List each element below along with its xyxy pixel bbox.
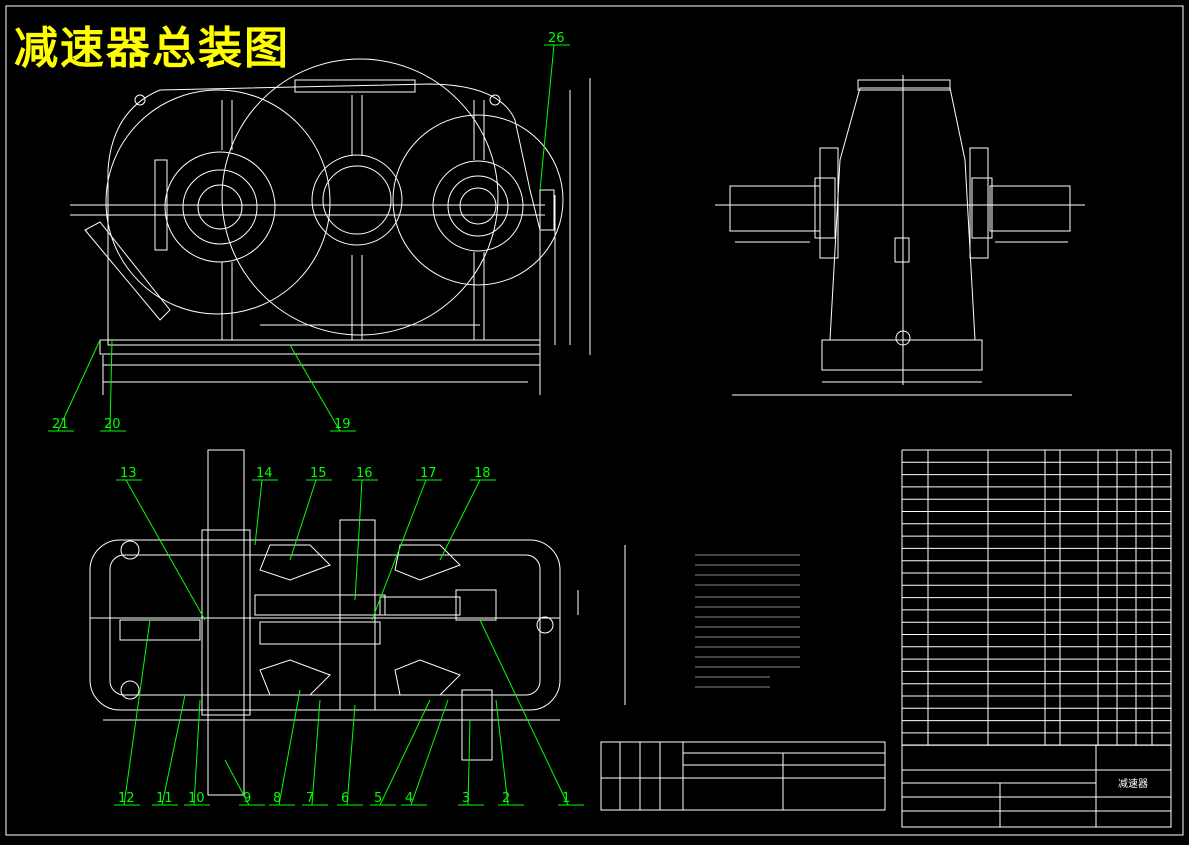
callout-leaders [48,44,584,806]
title-block-name: 减速器 [1118,778,1148,790]
gear-parameter-table [600,741,886,811]
drawing-title: 减速器总装图 [14,23,290,74]
plan-view [89,449,626,796]
callout-4: 4 [405,791,413,806]
sheet-border [5,5,1184,836]
callout-10: 10 [188,791,205,806]
side-view [715,75,1085,396]
callout-14: 14 [256,466,273,481]
callout-8: 8 [273,791,281,806]
callout-11: 11 [156,791,173,806]
callout-18: 18 [474,466,491,481]
callout-26: 26 [548,31,565,46]
front-view [70,58,591,395]
callout-7: 7 [306,791,314,806]
callout-16: 16 [356,466,373,481]
callout-2: 2 [502,791,510,806]
title-block [901,744,1172,828]
callout-15: 15 [310,466,327,481]
callout-9: 9 [243,791,251,806]
callout-3: 3 [462,791,470,806]
parts-list [901,449,1172,746]
callout-1: 1 [562,791,570,806]
callout-13: 13 [120,466,137,481]
callout-6: 6 [341,791,349,806]
callout-19: 19 [334,417,351,432]
callout-5: 5 [374,791,382,806]
callout-17: 17 [420,466,437,481]
callout-12: 12 [118,791,135,806]
callout-21: 21 [52,417,69,432]
technical-notes [695,554,800,688]
callout-20: 20 [104,417,121,432]
